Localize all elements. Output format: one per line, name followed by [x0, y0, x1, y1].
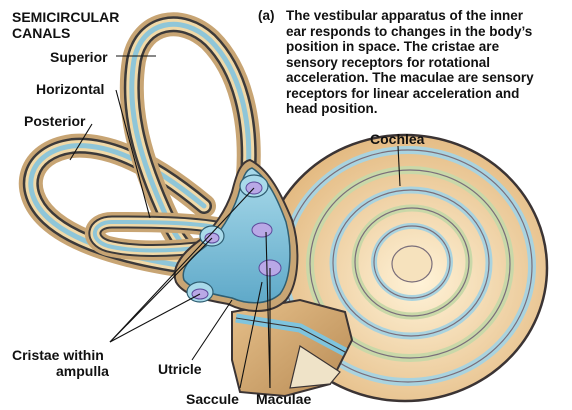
heading-line-1: SEMICIRCULAR — [12, 10, 119, 24]
caption-line: receptors for linear acceleration and — [286, 86, 534, 102]
label-superior: Superior — [50, 50, 108, 64]
caption-line: head position. — [286, 101, 534, 117]
label-cochlea: Cochlea — [370, 132, 424, 146]
label-maculae: Maculae — [256, 392, 311, 406]
caption-line: position in space. The cristae are — [286, 39, 534, 55]
caption-line: The vestibular apparatus of the inner — [286, 8, 534, 24]
caption-body: The vestibular apparatus of the inner ea… — [286, 8, 534, 117]
label-horizontal: Horizontal — [36, 82, 104, 96]
label-utricle: Utricle — [158, 362, 202, 376]
caption-line: acceleration. The maculae are sensory — [286, 70, 534, 86]
caption-line: ear responds to changes in the body’s — [286, 24, 534, 40]
caption-tag: (a) — [258, 8, 275, 24]
label-saccule: Saccule — [186, 392, 239, 406]
label-cristae-line-1: Cristae within — [12, 348, 104, 362]
caption-line: sensory receptors for rotational — [286, 55, 534, 71]
label-posterior: Posterior — [24, 114, 85, 128]
heading-line-2: CANALS — [12, 26, 70, 40]
label-cristae-line-2: ampulla — [56, 364, 109, 378]
